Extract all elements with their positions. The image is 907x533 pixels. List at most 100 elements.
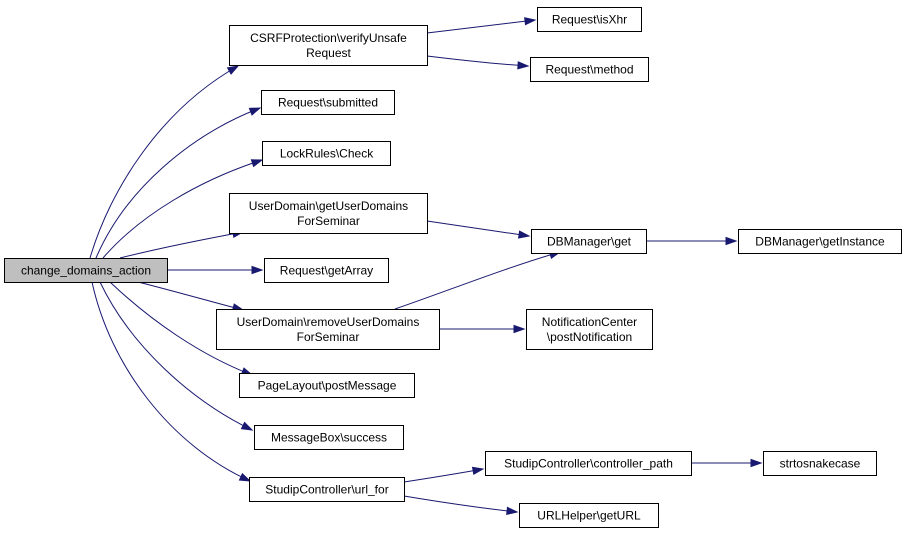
node-submitted[interactable]: Request\submitted <box>261 90 395 115</box>
node-getuserdomains-box <box>229 193 428 234</box>
edge-root-to-csrf-line <box>89 65 239 259</box>
edge-removeuserdomains-to-dbget-line <box>394 251 561 310</box>
edge-urlfor-to-geturl-arrowhead <box>506 506 519 516</box>
edges-layer <box>89 17 763 516</box>
edge-removeuserdomains-to-dbget <box>394 250 562 310</box>
node-dbget-box <box>531 229 647 254</box>
node-csrf-label: Request <box>306 46 351 60</box>
node-dbget[interactable]: DBManager\get <box>531 229 647 254</box>
node-dbinstance[interactable]: DBManager\getInstance <box>738 229 902 254</box>
node-success[interactable]: MessageBox\success <box>254 425 404 450</box>
edge-urlfor-to-controllerpath-arrowhead <box>471 466 485 475</box>
edge-root-to-success-line <box>99 281 253 431</box>
edge-urlfor-to-controllerpath-line <box>403 468 484 483</box>
edge-urlfor-to-geturl-line <box>403 495 518 513</box>
node-method-box <box>530 57 649 82</box>
edge-root-to-submitted-line <box>95 107 261 259</box>
edge-root-to-getarray <box>167 265 264 275</box>
edge-csrf-to-method-line <box>426 55 529 67</box>
node-postnotification-label: NotificationCenter <box>542 315 637 329</box>
edge-root-to-getuserdomains-line <box>119 231 244 259</box>
edge-controllerpath-to-snakecase-arrowhead <box>750 458 763 468</box>
edge-root-to-csrf <box>89 65 240 259</box>
edge-root-to-urlfor <box>91 281 252 482</box>
edge-root-to-submitted-arrowhead <box>248 107 262 116</box>
edge-root-to-lockrules-line <box>102 159 263 259</box>
edge-root-to-lockrules-arrowhead <box>250 159 264 168</box>
node-getuserdomains-label: UserDomain\getUserDomains <box>249 199 408 213</box>
edge-root-to-removeuserdomains-line <box>137 281 244 311</box>
node-urlfor[interactable]: StudipController\url_for <box>249 477 405 502</box>
edge-urlfor-to-geturl <box>403 495 519 516</box>
node-getarray[interactable]: Request\getArray <box>264 258 389 283</box>
node-controllerpath-box <box>485 451 692 476</box>
node-controllerpath[interactable]: StudipController\controller_path <box>485 451 692 476</box>
edge-root-to-postmessage-line <box>109 281 253 376</box>
edge-getuserdomains-to-dbget-arrowhead <box>518 230 531 239</box>
node-getarray-label: Request\getArray <box>280 264 373 278</box>
node-submitted-box <box>261 90 395 115</box>
node-dbinstance-label: DBManager\getInstance <box>755 235 885 249</box>
edge-root-to-lockrules <box>102 159 264 259</box>
nodes-layer: change_domains_action CSRFProtection\veri… <box>4 7 902 528</box>
node-lockrules-label: LockRules\Check <box>280 147 374 161</box>
edge-csrf-to-method <box>426 55 530 70</box>
edge-root-to-urlfor-line <box>91 281 251 482</box>
node-success-box <box>254 425 404 450</box>
edge-csrf-to-isxhr <box>426 17 537 34</box>
edge-removeuserdomains-to-postnotification-arrowhead <box>513 324 526 334</box>
node-postnotification[interactable]: NotificationCenter\postNotification <box>526 309 653 350</box>
node-isxhr-box <box>537 7 642 32</box>
edge-root-to-submitted <box>95 107 262 259</box>
edge-controllerpath-to-snakecase <box>691 458 763 468</box>
node-removeuserdomains-label: UserDomain\removeUserDomains <box>237 315 420 329</box>
node-postnotification-box <box>526 309 653 350</box>
edge-csrf-to-method-arrowhead <box>517 61 530 70</box>
node-dbget-label: DBManager\get <box>547 235 632 249</box>
edge-removeuserdomains-to-postnotification <box>439 324 526 334</box>
edge-root-to-getarray-arrowhead <box>251 265 264 275</box>
node-root-box <box>4 258 168 283</box>
node-method[interactable]: Request\method <box>530 57 649 82</box>
node-postnotification-label: \postNotification <box>547 330 632 344</box>
node-postmessage-label: PageLayout\postMessage <box>258 379 397 393</box>
edge-dbget-to-dbinstance-arrowhead <box>725 236 738 246</box>
node-dbinstance-box <box>738 229 902 254</box>
node-isxhr-label: Request\isXhr <box>552 13 627 27</box>
node-csrf-box <box>229 25 428 66</box>
edge-getuserdomains-to-dbget-line <box>426 220 530 237</box>
node-urlfor-label: StudipController\url_for <box>265 483 388 497</box>
node-geturl-box <box>519 503 659 528</box>
node-success-label: MessageBox\success <box>271 431 387 445</box>
edge-root-to-removeuserdomains <box>137 281 245 312</box>
node-lockrules-box <box>262 141 391 166</box>
node-snakecase[interactable]: strtosnakecase <box>763 451 877 476</box>
node-postmessage[interactable]: PageLayout\postMessage <box>239 373 415 398</box>
node-root[interactable]: change_domains_action <box>4 258 168 283</box>
node-geturl[interactable]: URLHelper\getURL <box>519 503 659 528</box>
edge-getuserdomains-to-dbget <box>426 220 531 239</box>
node-removeuserdomains-box <box>216 309 440 350</box>
edge-dbget-to-dbinstance <box>646 236 738 246</box>
node-submitted-label: Request\submitted <box>278 96 378 110</box>
node-csrf-label: CSRFProtection\verifyUnsafe <box>250 31 407 45</box>
node-snakecase-box <box>763 451 877 476</box>
edge-root-to-csrf-arrowhead <box>226 65 240 75</box>
edge-root-to-getuserdomains <box>119 229 245 259</box>
node-snakecase-label: strtosnakecase <box>780 457 861 471</box>
edge-root-to-success <box>99 281 254 431</box>
node-postmessage-box <box>239 373 415 398</box>
node-getuserdomains-label: ForSeminar <box>297 214 360 228</box>
node-root-label: change_domains_action <box>21 264 151 278</box>
node-isxhr[interactable]: Request\isXhr <box>537 7 642 32</box>
edge-csrf-to-isxhr-arrowhead <box>524 17 537 26</box>
node-lockrules[interactable]: LockRules\Check <box>262 141 391 166</box>
node-geturl-label: URLHelper\getURL <box>537 509 641 523</box>
node-removeuserdomains-label: ForSeminar <box>297 330 360 344</box>
node-method-label: Request\method <box>545 63 633 77</box>
node-getarray-box <box>264 258 389 283</box>
